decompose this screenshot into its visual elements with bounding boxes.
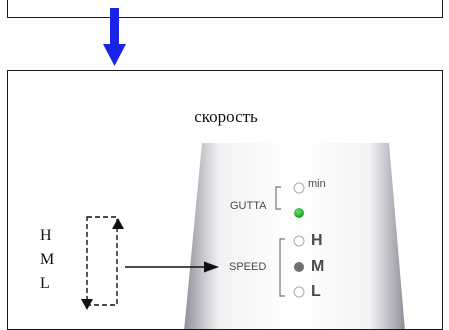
- side-label-h: H: [40, 227, 52, 244]
- speed-m-indicator: [294, 262, 304, 272]
- right-arrowhead-icon: [204, 261, 219, 273]
- device-illustration: [81, 143, 405, 329]
- up-arrowhead-icon: [112, 218, 124, 229]
- down-arrowhead-icon: [81, 299, 93, 310]
- gutta-min-indicator: [293, 182, 305, 194]
- side-label-l: L: [40, 275, 50, 292]
- speed-h-label: H: [311, 232, 323, 249]
- down-arrow-icon: [103, 8, 126, 66]
- speed-m-label: M: [311, 258, 325, 275]
- speed-h-indicator: [293, 235, 305, 247]
- speed-l-label: L: [311, 283, 321, 300]
- device-body: [184, 143, 405, 329]
- gutta-label: GUTTA: [230, 200, 267, 212]
- speed-label: SPEED: [229, 261, 267, 273]
- speed-l-indicator: [293, 286, 305, 298]
- gutta-min-label: min: [308, 178, 326, 190]
- dashed-range-box: [86, 216, 118, 306]
- panel-title: скорость: [194, 107, 258, 126]
- speed-bracket: [279, 238, 285, 297]
- side-label-m: M: [40, 251, 55, 268]
- gutta-active-indicator: [294, 208, 304, 218]
- speed-panel-frame: скорость: [7, 70, 443, 330]
- gutta-bracket: [275, 186, 281, 210]
